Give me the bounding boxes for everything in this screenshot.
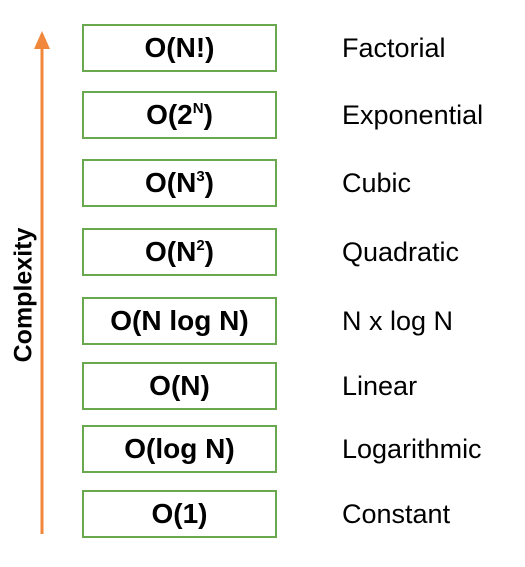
notation-text: O(N): [149, 370, 210, 401]
level-name: N x log N: [342, 306, 454, 336]
notation-base: O(2: [146, 99, 193, 130]
axis-label: Complexity: [9, 227, 38, 363]
notation-text: O(1): [151, 498, 208, 529]
notation-box: O(1): [82, 490, 277, 538]
notation-text: O(log N): [124, 433, 235, 464]
notation-base: O(N: [145, 167, 197, 198]
arrow-up-icon: [34, 31, 50, 49]
level-name: Logarithmic: [342, 434, 482, 464]
notation-tail: ): [203, 99, 213, 130]
notation-text: O(N!): [144, 32, 215, 63]
notation-text: O(N log N): [110, 305, 249, 336]
notation-tail: ): [204, 167, 214, 198]
notation-box: O(N!): [82, 24, 277, 72]
level-name: Factorial: [342, 33, 446, 63]
notation-base: O(N: [145, 236, 197, 267]
level-name: Quadratic: [342, 237, 460, 267]
level-name: Constant: [342, 499, 451, 529]
level-name: Exponential: [342, 100, 484, 130]
level-name: Linear: [342, 371, 418, 401]
complexity-axis: [34, 31, 50, 534]
level-name: Cubic: [342, 168, 412, 198]
notation-tail: ): [204, 236, 214, 267]
notation-box: O(N log N): [82, 297, 277, 345]
notation-box: O(log N): [82, 425, 277, 473]
notation-box: O(N): [82, 362, 277, 410]
